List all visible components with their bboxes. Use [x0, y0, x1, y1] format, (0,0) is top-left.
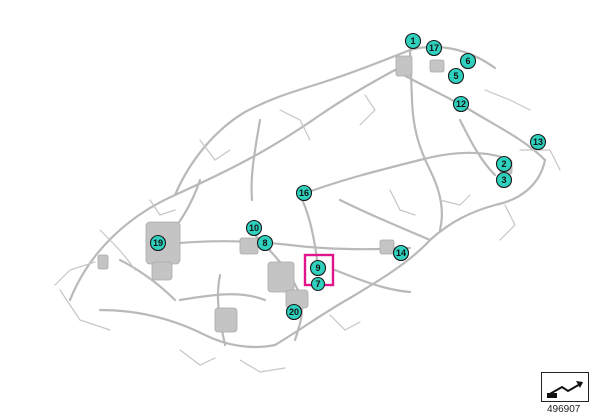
svg-text:20: 20	[289, 307, 299, 317]
callout-5[interactable]: 5	[447, 67, 465, 85]
svg-text:16: 16	[299, 188, 309, 198]
callout-8[interactable]: 8	[256, 234, 274, 252]
document-number: 496907	[547, 404, 581, 415]
svg-text:17: 17	[429, 43, 439, 53]
callout-16[interactable]: 16	[295, 184, 313, 202]
callout-10[interactable]: 10	[245, 219, 263, 237]
callout-2[interactable]: 2	[495, 155, 513, 173]
svg-text:10: 10	[249, 223, 259, 233]
svg-text:9: 9	[315, 263, 320, 273]
callout-1[interactable]: 1	[404, 32, 422, 50]
callout-6[interactable]: 6	[459, 52, 477, 70]
orientation-box	[541, 372, 589, 402]
car-orientation-arrow-icon	[547, 381, 583, 398]
svg-text:8: 8	[262, 238, 267, 248]
svg-text:14: 14	[396, 248, 406, 258]
callout-13[interactable]: 13	[529, 133, 547, 151]
callout-20[interactable]: 20	[285, 303, 303, 321]
svg-text:2: 2	[501, 159, 506, 169]
callout-19[interactable]: 19	[149, 234, 167, 252]
svg-text:7: 7	[315, 279, 320, 289]
callout-12[interactable]: 12	[452, 95, 470, 113]
svg-text:1: 1	[410, 36, 415, 46]
svg-text:12: 12	[456, 99, 466, 109]
svg-text:3: 3	[501, 175, 506, 185]
callout-17[interactable]: 17	[425, 39, 443, 57]
harness-wires	[54, 45, 561, 373]
svg-text:13: 13	[533, 137, 543, 147]
callout-7[interactable]: 7	[310, 276, 326, 292]
svg-text:19: 19	[153, 238, 163, 248]
callout-14[interactable]: 14	[392, 244, 410, 262]
callout-3[interactable]: 3	[495, 171, 513, 189]
svg-text:5: 5	[453, 71, 458, 81]
callout-labels: 1 17 6 5 12 13 2 3	[149, 32, 547, 321]
svg-text:6: 6	[465, 56, 470, 66]
